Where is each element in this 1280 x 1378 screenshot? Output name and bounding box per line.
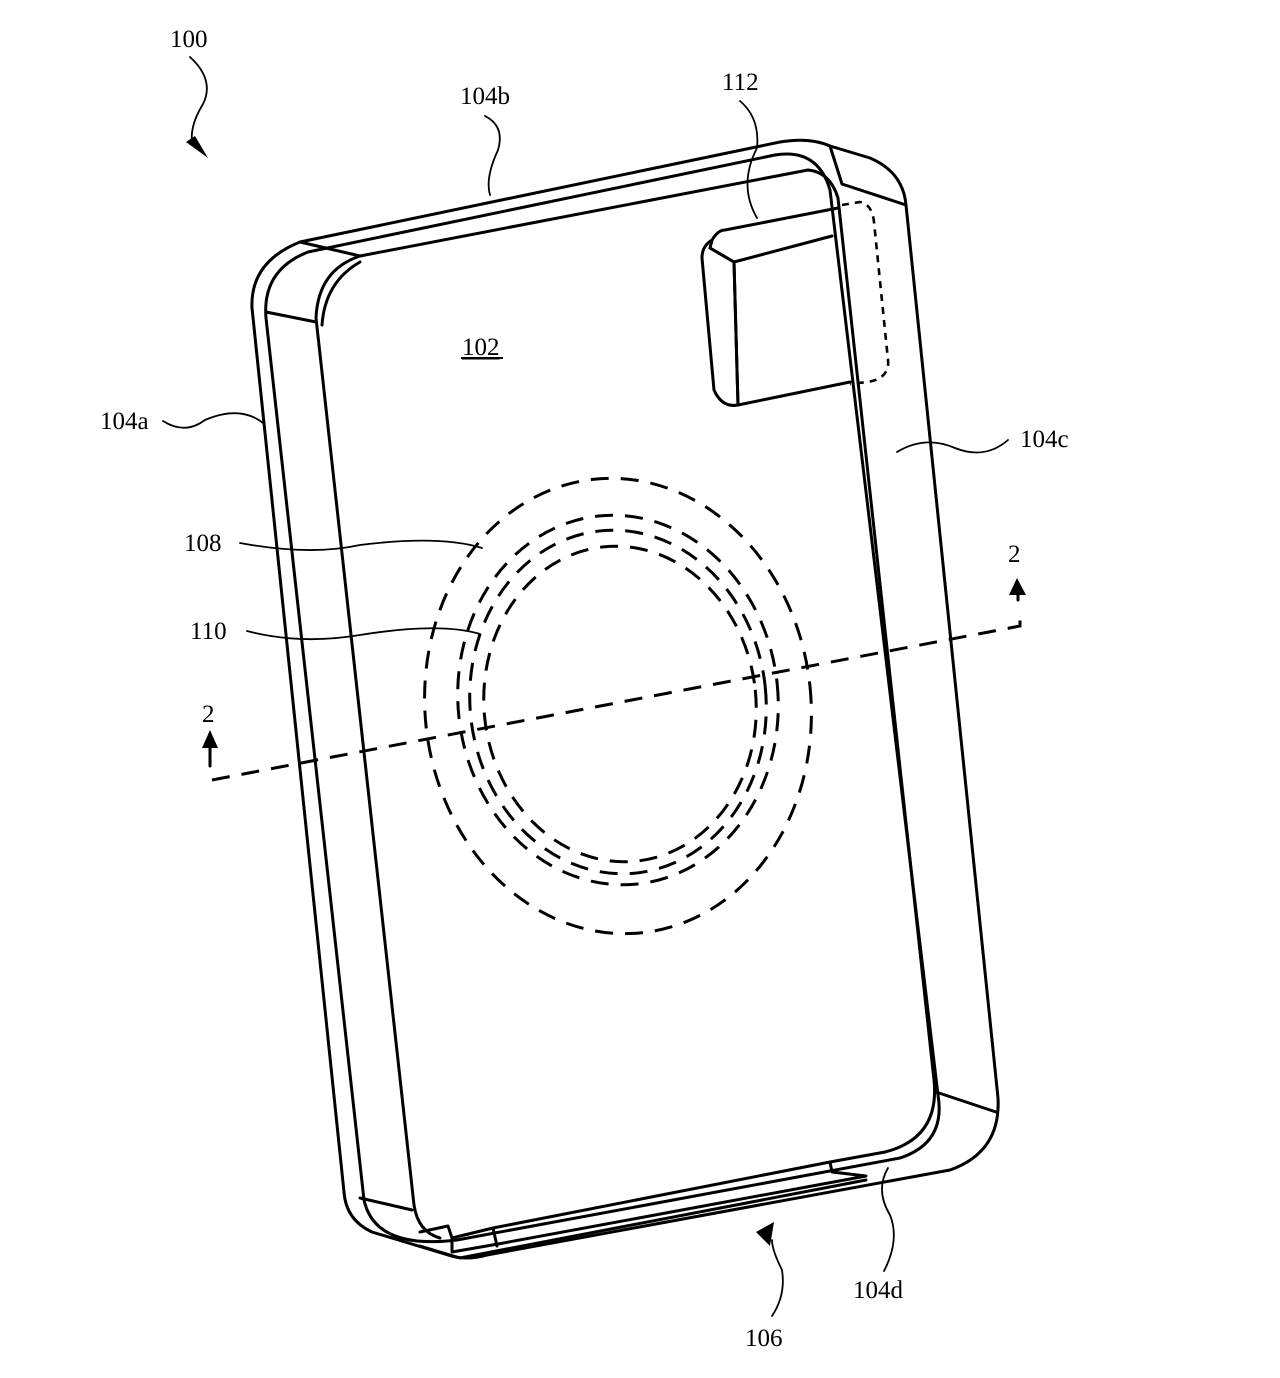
inner-magnet-ring-1 <box>456 513 780 887</box>
camera-aperture <box>700 200 890 407</box>
label-102: 102 <box>462 334 500 361</box>
label-section-right: 2 <box>1008 541 1021 568</box>
back-panel <box>320 260 362 327</box>
magnet-rings <box>423 476 813 936</box>
leader-lines <box>162 56 1009 1317</box>
label-108: 108 <box>184 530 222 557</box>
reference-labels: 100 104b 112 102 104a 104c 108 110 2 2 1… <box>100 26 1069 1352</box>
case-shell <box>250 138 1000 1260</box>
inner-magnet-ring-2 <box>468 528 768 876</box>
label-110: 110 <box>190 618 227 645</box>
section-line <box>202 578 1026 782</box>
label-112: 112 <box>722 69 759 96</box>
bottom-opening <box>418 1160 868 1260</box>
label-106: 106 <box>745 1325 783 1352</box>
outer-magnet-ring <box>423 476 813 936</box>
label-section-left: 2 <box>202 701 215 728</box>
label-104a: 104a <box>100 408 149 435</box>
inner-magnet-ring-3 <box>482 544 758 864</box>
label-104b: 104b <box>460 83 510 110</box>
label-100: 100 <box>170 26 208 53</box>
label-104c: 104c <box>1020 426 1069 453</box>
label-104d: 104d <box>853 1277 904 1304</box>
